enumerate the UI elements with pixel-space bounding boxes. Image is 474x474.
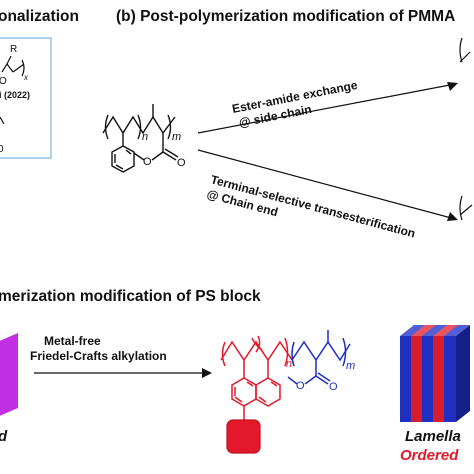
box-chain — [1, 62, 14, 73]
carbonyl-bond-2 — [164, 148, 179, 158]
box-r-label: R — [10, 44, 17, 55]
lamella-stripe-2 — [433, 336, 444, 422]
ester-amide-labels: Ester-amide exchange @ side chain — [231, 78, 359, 130]
ester-methyl — [133, 152, 145, 161]
header-left-partial: onalization — [0, 8, 79, 25]
pmma-blue-segment — [287, 330, 351, 385]
box-x-label: x — [23, 73, 29, 82]
friedel-crafts-label: Friedel-Crafts alkylation — [30, 349, 167, 363]
panel-a-border — [0, 37, 52, 159]
aryl-substituent-block — [226, 419, 261, 454]
arrow-friedel-crafts — [34, 368, 212, 378]
pmma-m-label-bottom: m — [346, 360, 355, 372]
lamella-stripe-top-1 — [411, 325, 436, 336]
lamella-label: Lamella — [405, 428, 461, 445]
backbone — [102, 115, 176, 135]
morphology-left-partial: d — [0, 428, 8, 445]
cube-side — [456, 325, 470, 422]
panel-a-box: R x O i (2022) 0 — [0, 37, 52, 159]
right-partial-bottom — [459, 195, 473, 221]
box-bracket — [21, 59, 25, 77]
box-r-bond — [6, 55, 12, 65]
bottom-carbonyl-o: O — [329, 381, 338, 393]
arrow-transesterification — [197, 149, 458, 221]
lamella-stripe-1 — [411, 336, 422, 422]
ps-n-label: n — [286, 358, 292, 370]
cube-front — [400, 336, 456, 422]
pmma-m-label: m — [172, 131, 181, 143]
box-o-label: O — [0, 76, 7, 87]
bracket-m — [167, 114, 172, 140]
phenyl-dbl-2 — [115, 164, 124, 170]
ordered-label: Ordered — [400, 447, 459, 464]
modified-ps-structure — [220, 330, 351, 454]
right-partial-top — [459, 37, 471, 63]
pmma-carbonyl-o: O — [177, 157, 186, 169]
ps-red-segment — [220, 335, 293, 420]
transesterification-labels: Terminal-selective transesterification @… — [205, 172, 417, 240]
ester-bond — [151, 151, 164, 161]
lamella-stripe-top-2 — [433, 325, 458, 336]
box-ref-text: i (2022) — [0, 90, 30, 100]
box-bond — [12, 63, 25, 73]
carbonyl-bond — [162, 151, 177, 161]
box-stub — [0, 116, 5, 125]
phenyl-ring — [111, 145, 135, 173]
metal-free-label: Metal-free — [44, 334, 101, 348]
pmma-ester-o: O — [143, 156, 152, 168]
pmma-n-label: n — [142, 131, 148, 143]
bracket-n — [137, 114, 142, 140]
box-zero-label: 0 — [0, 144, 4, 155]
bottom-ester-o: O — [296, 380, 305, 392]
phenyl-dbl-1 — [125, 149, 132, 155]
arrow-ester-amide — [197, 82, 458, 134]
lamella-cube — [400, 325, 470, 422]
bracket-left — [104, 114, 109, 140]
header-c: merization modification of PS block — [0, 288, 261, 305]
pmma-structure — [102, 104, 179, 173]
purple-block — [0, 333, 18, 416]
header-b: (b) Post-polymerization modification of … — [116, 8, 455, 25]
